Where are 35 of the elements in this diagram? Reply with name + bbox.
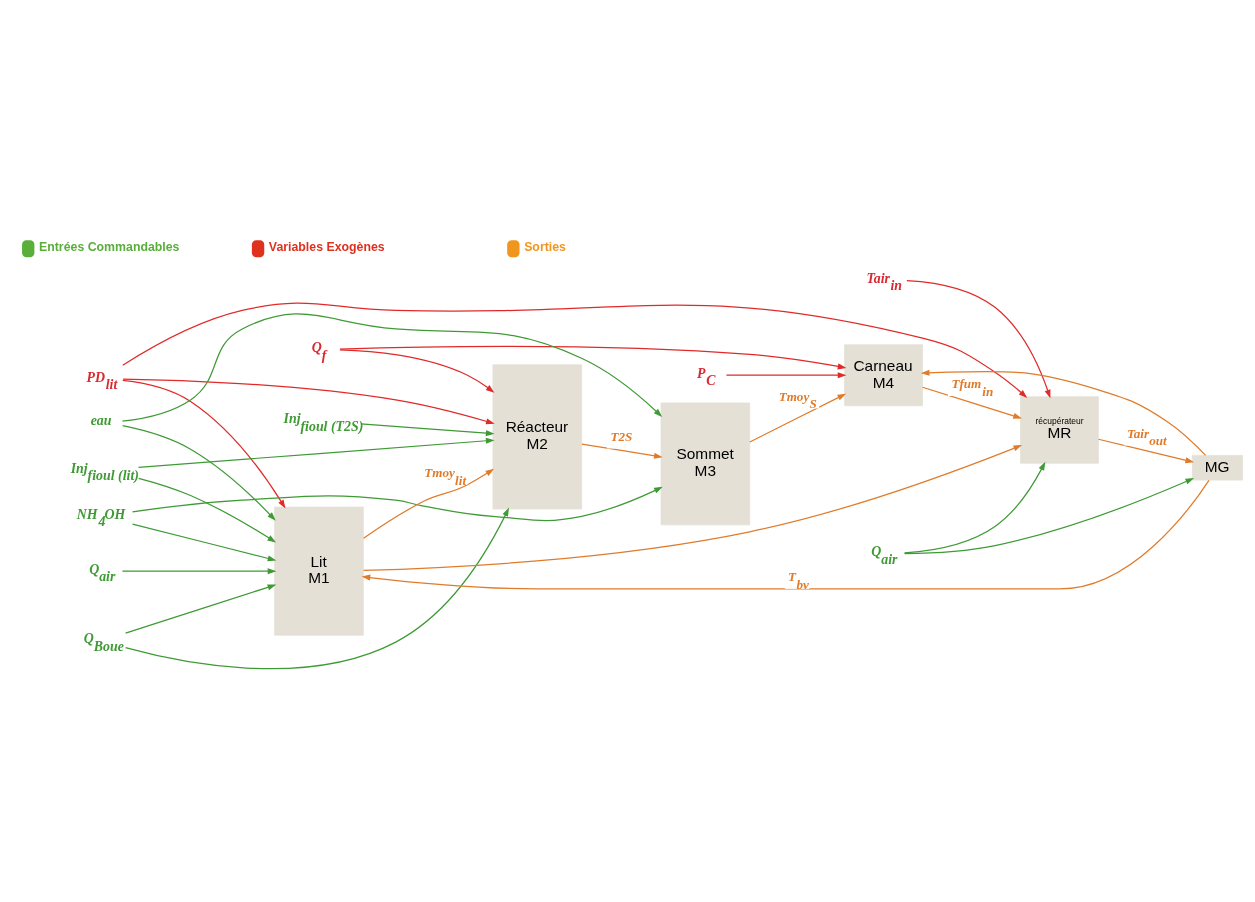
legend-label: Variables Exogènes bbox=[268, 239, 385, 254]
arrow bbox=[131, 522, 277, 561]
arrow bbox=[122, 378, 495, 424]
arrow bbox=[921, 386, 1022, 419]
arrow bbox=[362, 444, 1023, 571]
arrow bbox=[903, 461, 1046, 553]
legend-label: Entrées Commandables bbox=[39, 239, 180, 254]
node-text: eau bbox=[90, 412, 112, 428]
node-box: MG bbox=[1192, 454, 1243, 480]
arrow bbox=[1097, 438, 1195, 463]
arrow bbox=[131, 486, 663, 521]
arrow bbox=[137, 437, 495, 468]
arrow bbox=[903, 477, 1195, 554]
arrow bbox=[362, 468, 495, 539]
edge-label: T2S bbox=[610, 428, 633, 444]
arrow bbox=[121, 567, 277, 574]
arrow bbox=[124, 583, 277, 634]
arrow bbox=[122, 424, 276, 521]
arrow bbox=[581, 442, 663, 459]
arrow bbox=[124, 507, 510, 669]
node-box: Lit M1 bbox=[274, 506, 364, 636]
node-box: Sommet M3 bbox=[660, 402, 751, 525]
arrow bbox=[920, 369, 1207, 456]
node-box: Carneau M4 bbox=[844, 343, 923, 406]
arrow bbox=[360, 422, 495, 436]
arrow bbox=[725, 371, 847, 378]
arrow bbox=[339, 348, 495, 393]
arrow bbox=[749, 393, 847, 443]
legend-label: Sorties bbox=[524, 239, 566, 254]
node-box: Réacteur M2 bbox=[492, 363, 582, 509]
arrow bbox=[122, 379, 286, 509]
arrow bbox=[339, 345, 847, 369]
arrow bbox=[138, 477, 277, 542]
arrow bbox=[121, 312, 663, 422]
node-box: récupérateur MR bbox=[1020, 395, 1099, 464]
